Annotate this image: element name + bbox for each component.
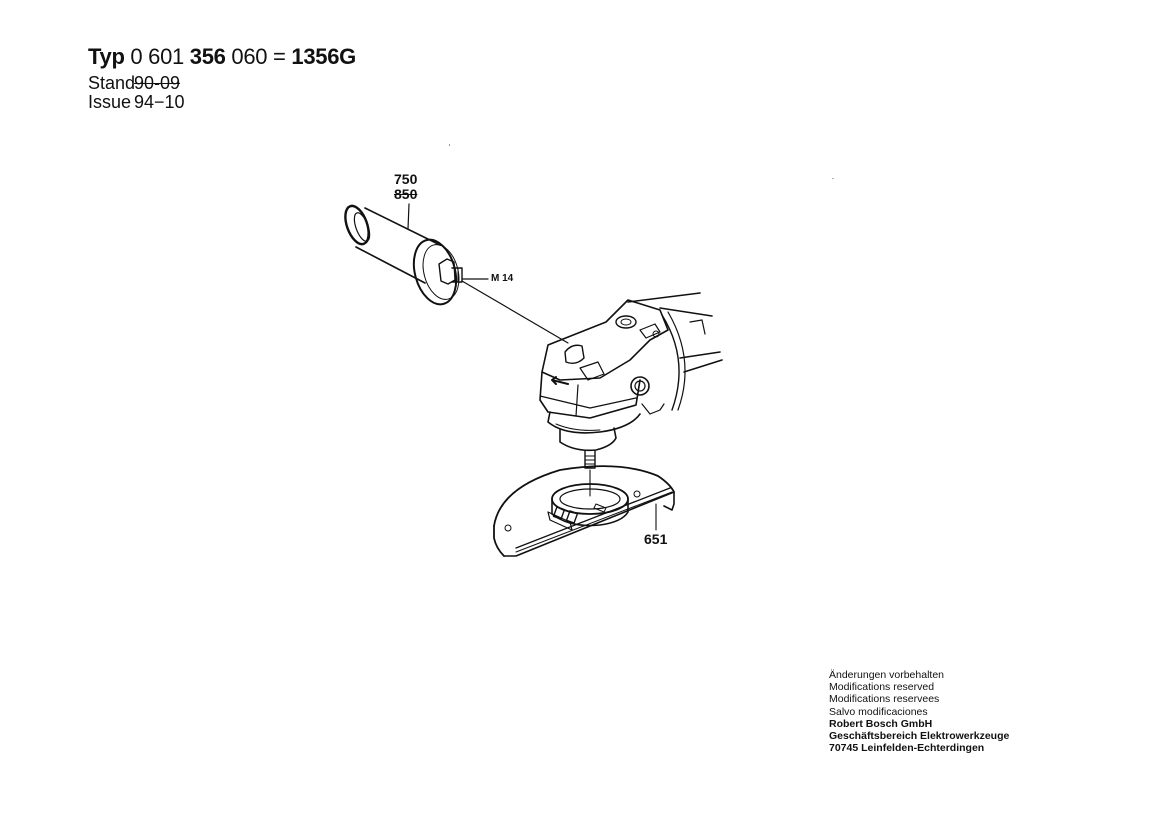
part-number-suffix: 060 <box>231 44 268 69</box>
type-designation: Typ 0 601 356 060 = 1356G <box>88 44 356 70</box>
issue-label: Issue <box>88 92 132 112</box>
stand-value: 90-09 <box>134 73 181 93</box>
footer-notice: Änderungen vorbehalten Modifications res… <box>829 669 1009 754</box>
callout-handle-750: 750 <box>394 171 418 187</box>
protective-guard-drawing <box>493 465 675 557</box>
model-number: 1356 <box>291 44 340 69</box>
callout-handle-850-superseded: 850 <box>394 186 418 202</box>
revision-info: Stand 90-09 Issue 94−10 <box>88 74 356 112</box>
company-division: Geschäftsbereich Elektrowerkzeuge <box>829 730 1010 743</box>
document-header: Typ 0 601 356 060 = 1356G Stand 90-09 Is… <box>88 44 356 112</box>
thread-size-label: M 14 <box>491 273 514 284</box>
notice-en: Modifications reserved <box>829 681 935 694</box>
angle-grinder-drawing <box>539 292 723 497</box>
auxiliary-handle-drawing <box>344 203 569 344</box>
issue-row: Issue 94−10 <box>88 93 356 112</box>
callout-guard-651: 651 <box>644 531 668 547</box>
notice-es: Salvo modificaciones <box>829 705 928 718</box>
notice-fr: Modifications reservees <box>829 693 940 706</box>
part-number-core: 356 <box>189 44 226 69</box>
equals-sign: = <box>273 44 286 69</box>
typ-label: Typ <box>88 44 125 69</box>
issue-value: 94−10 <box>134 92 185 112</box>
model-suffix: G <box>339 44 356 69</box>
company-address: 70745 Leinfelden-Echterdingen <box>829 742 985 755</box>
stand-label: Stand <box>88 73 136 93</box>
stand-row: Stand 90-09 <box>88 74 356 93</box>
part-number-prefix: 0 601 <box>130 44 184 69</box>
company-name: Robert Bosch GmbH <box>829 717 933 730</box>
notice-de: Änderungen vorbehalten <box>829 669 945 681</box>
